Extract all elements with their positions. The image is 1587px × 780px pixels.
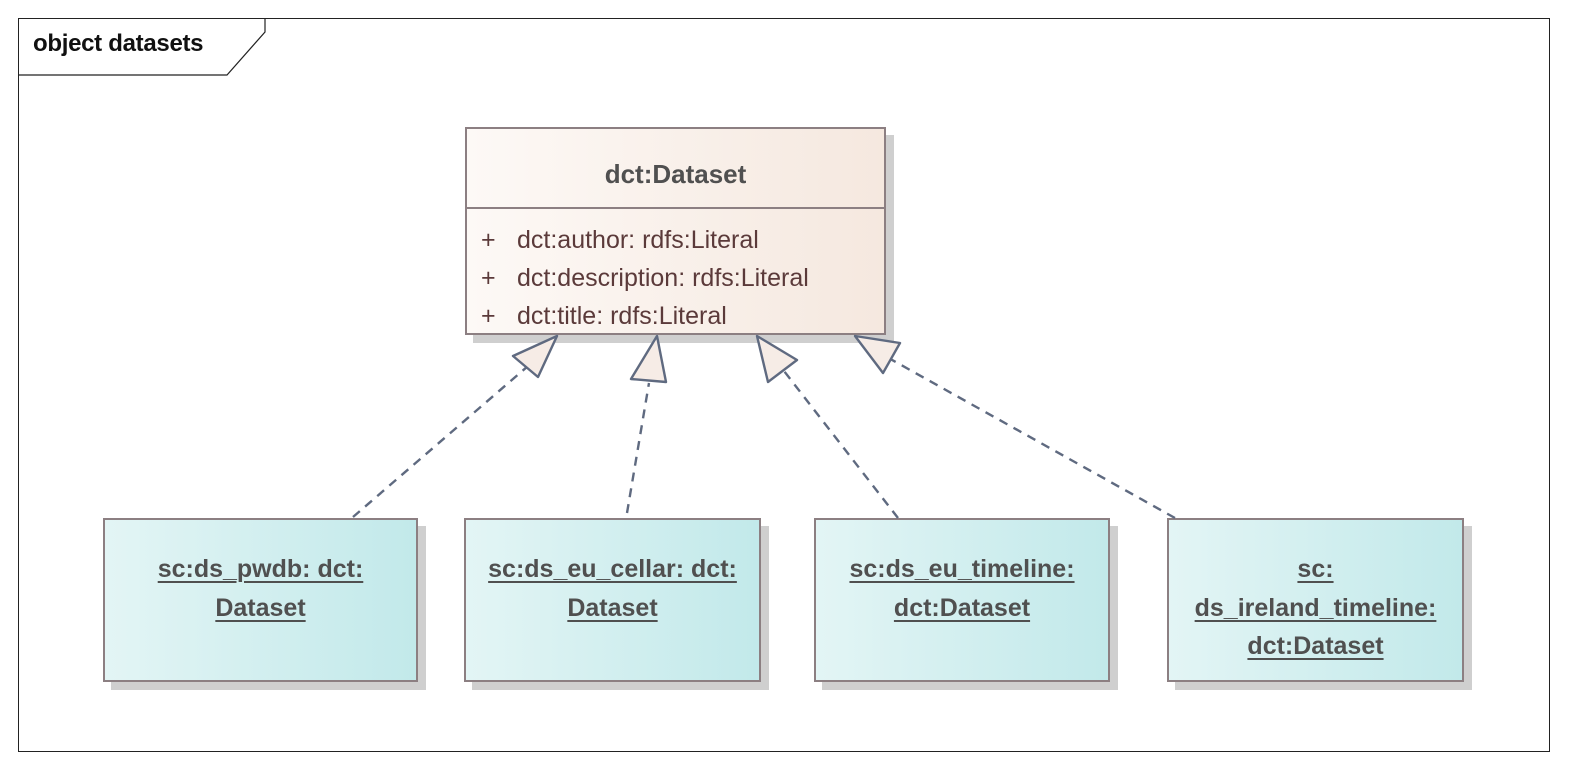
hollow-triangle-arrowhead (511, 334, 559, 379)
attribute-text: dct:title: rdfs:Literal (517, 302, 727, 330)
instance-label: sc:ds_eu_cellar: dct: Dataset (488, 550, 737, 627)
attribute-visibility: + (481, 264, 496, 292)
instance-label-line: dct:Dataset (893, 593, 1031, 622)
instance-label: sc:ds_pwdb: dct: Dataset (158, 550, 364, 627)
instance-label-line: Dataset (215, 593, 306, 622)
instance-label-line: Dataset (567, 593, 658, 622)
instance-label-line: ds_ireland_timeline: (1194, 593, 1437, 622)
attribute-list: + dct:author: rdfs:Literal + dct:descripti… (467, 209, 884, 337)
attribute-text: dct:author: rdfs:Literal (517, 226, 759, 254)
instance-label-line: sc:ds_pwdb: dct: (157, 555, 364, 583)
edge-ds-ireland-timeline[interactable] (853, 334, 1176, 520)
frame-name-tab (18, 18, 266, 76)
instance-label-line: sc:ds_eu_timeline: (849, 555, 1075, 583)
instance-ds-eu-cellar[interactable]: sc:ds_eu_cellar: dct: Dataset (464, 518, 761, 682)
frame-title: object datasets (33, 30, 204, 57)
hollow-triangle-arrowhead (629, 334, 668, 384)
class-dct-dataset[interactable]: dct:Dataset + dct:author: rdfs:Literal + d… (465, 127, 886, 335)
instance-ds-pwdb[interactable]: sc:ds_pwdb: dct: Dataset (103, 518, 418, 682)
edge-ds-eu-cellar[interactable] (625, 334, 668, 514)
hollow-triangle-arrowhead (755, 334, 799, 384)
edge-ds-pwdb[interactable] (352, 334, 559, 518)
attribute-visibility: + (481, 226, 496, 254)
attribute-text: dct:description: rdfs:Literal (517, 264, 809, 292)
instance-ds-ireland-timeline[interactable]: sc: ds_ireland_timeline: dct:Dataset (1167, 518, 1464, 682)
attribute-row[interactable]: + dct:title: rdfs:Literal (467, 299, 884, 337)
diagram-frame (18, 18, 1550, 752)
attribute-row[interactable]: + dct:author: rdfs:Literal (467, 223, 884, 261)
instance-label-line: sc: (1297, 555, 1334, 583)
attribute-visibility: + (481, 302, 496, 330)
instance-label: sc:ds_eu_timeline: dct:Dataset (849, 550, 1074, 627)
class-name: dct:Dataset (467, 129, 884, 209)
instance-label-line: dct:Dataset (1247, 632, 1384, 660)
instance-label-line: sc:ds_eu_cellar: dct: (488, 555, 737, 583)
attribute-row[interactable]: + dct:description: rdfs:Literal (467, 261, 884, 299)
instance-label: sc: ds_ireland_timeline: dct:Dataset (1195, 550, 1437, 666)
hollow-triangle-arrowhead (853, 334, 902, 375)
edge-ds-eu-timeline[interactable] (755, 334, 899, 519)
instance-ds-eu-timeline[interactable]: sc:ds_eu_timeline: dct:Dataset (814, 518, 1110, 682)
